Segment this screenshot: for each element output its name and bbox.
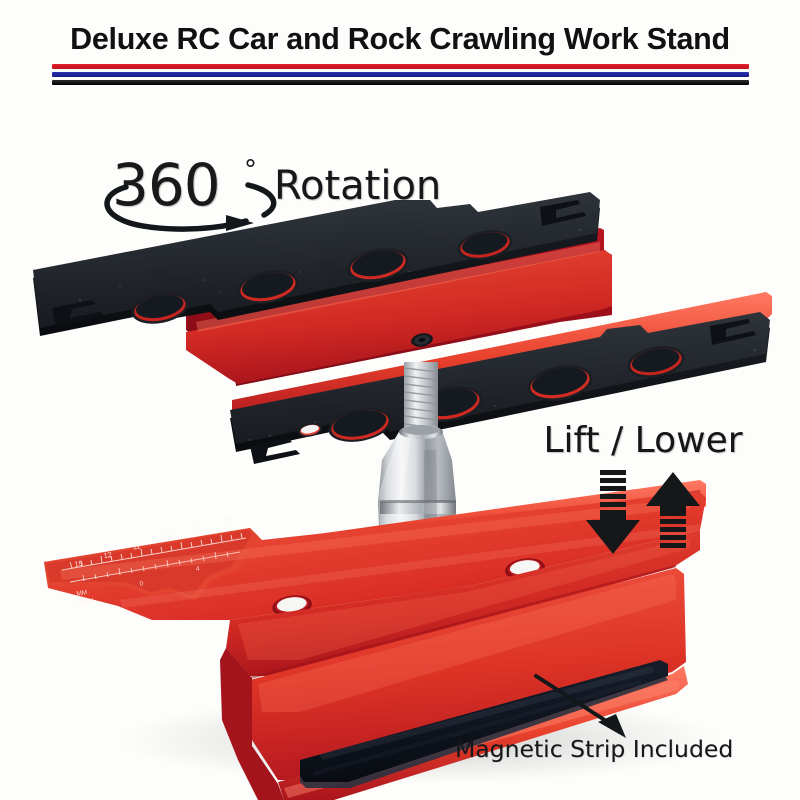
base-plate: 15 12 11 10 9 8 MM INCH 0 4 bbox=[44, 480, 706, 800]
rotation-value: 360 bbox=[112, 151, 221, 219]
svg-text:INCH: INCH bbox=[77, 597, 94, 606]
pointer-arrow-icon bbox=[534, 674, 626, 738]
svg-text:10: 10 bbox=[163, 532, 173, 542]
lift-lower-arrows bbox=[586, 470, 700, 554]
svg-text:12: 12 bbox=[103, 550, 113, 560]
red-rule bbox=[52, 64, 749, 69]
svg-text:15: 15 bbox=[74, 559, 84, 569]
product-illustration: 15 12 11 10 9 8 MM INCH 0 4 bbox=[33, 192, 772, 800]
svg-text:11: 11 bbox=[132, 541, 141, 551]
lift-lower-label: Lift / Lower bbox=[543, 420, 743, 461]
svg-text:4: 4 bbox=[195, 565, 200, 573]
degree-symbol: ° bbox=[244, 155, 257, 185]
magnetic-strip-label: Magnetic Strip Included bbox=[455, 735, 734, 763]
up-arrow-striped-icon bbox=[646, 472, 700, 548]
magnetic-strip bbox=[300, 660, 668, 788]
foam-pad-rear-holes bbox=[131, 230, 513, 324]
rotation-callout: 360 ° Rotation bbox=[104, 151, 442, 232]
svg-text:9: 9 bbox=[196, 524, 202, 534]
down-arrow-striped-icon bbox=[586, 470, 640, 554]
threaded-rod bbox=[403, 362, 439, 430]
magnetic-strip-callout: Magnetic Strip Included bbox=[455, 735, 755, 763]
header: Deluxe RC Car and Rock Crawling Work Sta… bbox=[0, 0, 800, 100]
page-title: Deluxe RC Car and Rock Crawling Work Sta… bbox=[70, 22, 730, 56]
grommet-screw bbox=[411, 333, 433, 347]
foam-pad-rear bbox=[33, 192, 600, 336]
lift-lower-callout: Lift / Lower bbox=[533, 420, 753, 554]
svg-text:MM: MM bbox=[76, 589, 88, 598]
rotation-label: Rotation bbox=[274, 163, 442, 209]
blue-rule bbox=[52, 72, 749, 77]
svg-text:8: 8 bbox=[227, 515, 233, 525]
black-rule bbox=[52, 80, 749, 85]
ruler-scale: 15 12 11 10 9 8 MM INCH 0 4 bbox=[44, 515, 258, 607]
svg-text:0: 0 bbox=[139, 580, 144, 588]
